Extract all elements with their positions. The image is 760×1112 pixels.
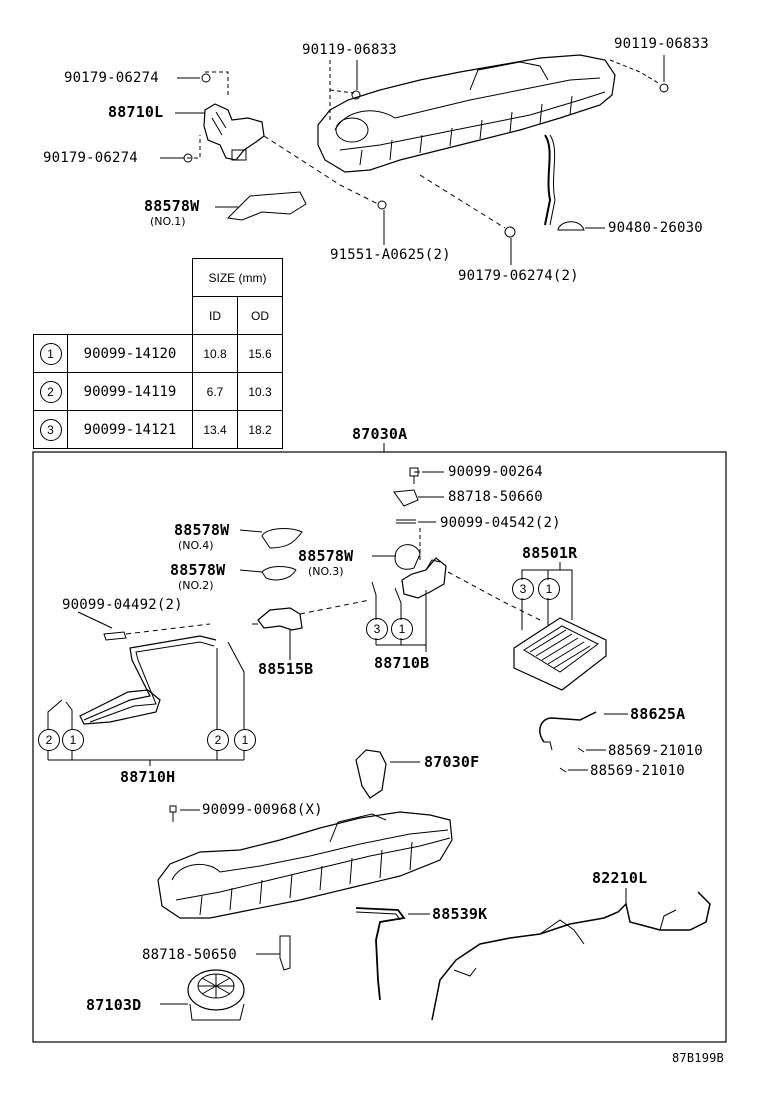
part-label-90179-06274-2[interactable]: 90179-06274(2): [458, 268, 579, 284]
part-label-88710h[interactable]: 88710H: [120, 768, 176, 786]
part-87103d-shape: [187, 969, 245, 1021]
part-sublabel-no2: (NO.2): [178, 579, 214, 592]
gasket-no4-shape: [261, 528, 303, 549]
part-label-88578w-no1[interactable]: 88578W: [144, 197, 200, 215]
callout-circle: 2: [38, 729, 60, 751]
size-row-part: 90099-14119: [67, 372, 193, 411]
callout-circle: 3: [366, 618, 388, 640]
size-table-row: 3 90099-14121 13.4 18.2: [33, 410, 283, 449]
size-table: SIZE (mm) ID OD 1 90099-14120 10.8 15.6 …: [33, 258, 283, 449]
part-label-90119-06833[interactable]: 90119-06833: [302, 42, 397, 58]
size-row-part: 90099-14121: [67, 410, 193, 449]
heater-unit-top: [317, 54, 616, 226]
part-label-90099-00264[interactable]: 90099-00264: [448, 464, 543, 480]
callout-circle: 1: [538, 578, 560, 600]
callout-circle: 3: [512, 578, 534, 600]
part-label-88578w-no2[interactable]: 88578W: [170, 561, 226, 579]
part-label-87030f[interactable]: 87030F: [424, 753, 480, 771]
part-label-90480-26030[interactable]: 90480-26030: [608, 220, 703, 236]
callout-circle: 2: [207, 729, 229, 751]
part-label-90179-06274[interactable]: 90179-06274: [64, 70, 159, 86]
part-88710l-shape: [203, 103, 265, 161]
part-label-88515b[interactable]: 88515B: [258, 660, 314, 678]
part-88710b-shape: [401, 557, 447, 599]
part-label-88578w-no4[interactable]: 88578W: [174, 521, 230, 539]
gasket-no3-shape: [394, 544, 421, 570]
part-sublabel-no3: (NO.3): [308, 565, 344, 578]
part-label-88710b[interactable]: 88710B: [374, 654, 430, 672]
part-88710h-shape: [79, 635, 217, 725]
part-label-91551-a0625[interactable]: 91551-A0625(2): [330, 247, 451, 263]
size-row-id: 13.4: [192, 410, 238, 449]
gasket-no2-shape: [261, 566, 297, 581]
size-row-part: 90099-14120: [67, 334, 193, 373]
part-label-88569-21010[interactable]: 88569-21010: [608, 743, 703, 759]
callout-circle: 3: [39, 418, 62, 441]
size-row-od: 18.2: [237, 410, 283, 449]
size-row-id: 10.8: [192, 334, 238, 373]
part-sublabel-no1: (NO.1): [150, 215, 186, 228]
part-82210l-shape: [431, 891, 711, 1021]
plate-no1-shape: [226, 191, 307, 221]
part-label-87030a[interactable]: 87030A: [352, 425, 408, 443]
part-label-88539k[interactable]: 88539K: [432, 905, 488, 923]
size-table-row: 1 90099-14120 10.8 15.6: [33, 334, 283, 373]
heater-unit-bottom: [157, 811, 453, 919]
part-label-88710l[interactable]: 88710L: [108, 103, 164, 121]
callout-circle: 1: [62, 729, 84, 751]
part-87030f-shape: [355, 749, 387, 799]
part-label-90099-04492[interactable]: 90099-04492(2): [62, 597, 183, 613]
part-label-82210l[interactable]: 82210L: [592, 869, 648, 887]
part-label-88625a[interactable]: 88625A: [630, 705, 686, 723]
size-row-od: 10.3: [237, 372, 283, 411]
size-col-id: ID: [192, 296, 238, 335]
callout-circle: 2: [39, 380, 62, 403]
part-88501r-shape: [513, 617, 607, 691]
diagram-code: 87B199B: [672, 1051, 724, 1065]
size-table-header: SIZE (mm): [192, 258, 283, 297]
part-sublabel-no4: (NO.4): [178, 539, 214, 552]
part-label-87103d[interactable]: 87103D: [86, 996, 142, 1014]
callout-circle: 1: [391, 618, 413, 640]
part-label-90099-04542[interactable]: 90099-04542(2): [440, 515, 561, 531]
part-88625a-shape: [539, 711, 597, 743]
size-table-row: 2 90099-14119 6.7 10.3: [33, 372, 283, 411]
assembly-frame: [32, 451, 727, 1043]
callout-circle: 1: [234, 729, 256, 751]
part-label-90099-00968[interactable]: 90099-00968(X): [202, 802, 323, 818]
size-col-od: OD: [237, 296, 283, 335]
part-label-90119-06833[interactable]: 90119-06833: [614, 36, 709, 52]
part-label-88501r[interactable]: 88501R: [522, 544, 578, 562]
size-row-id: 6.7: [192, 372, 238, 411]
part-label-90179-06274[interactable]: 90179-06274: [43, 150, 138, 166]
size-row-od: 15.6: [237, 334, 283, 373]
part-label-88578w-no3[interactable]: 88578W: [298, 547, 354, 565]
part-label-88718-50660[interactable]: 88718-50660: [448, 489, 543, 505]
callout-circle: 1: [39, 342, 62, 365]
part-88539k-shape: [355, 907, 406, 1001]
part-label-88569-21010[interactable]: 88569-21010: [590, 763, 685, 779]
part-88515b-shape: [252, 607, 303, 631]
part-label-88718-50650[interactable]: 88718-50650: [142, 947, 237, 963]
